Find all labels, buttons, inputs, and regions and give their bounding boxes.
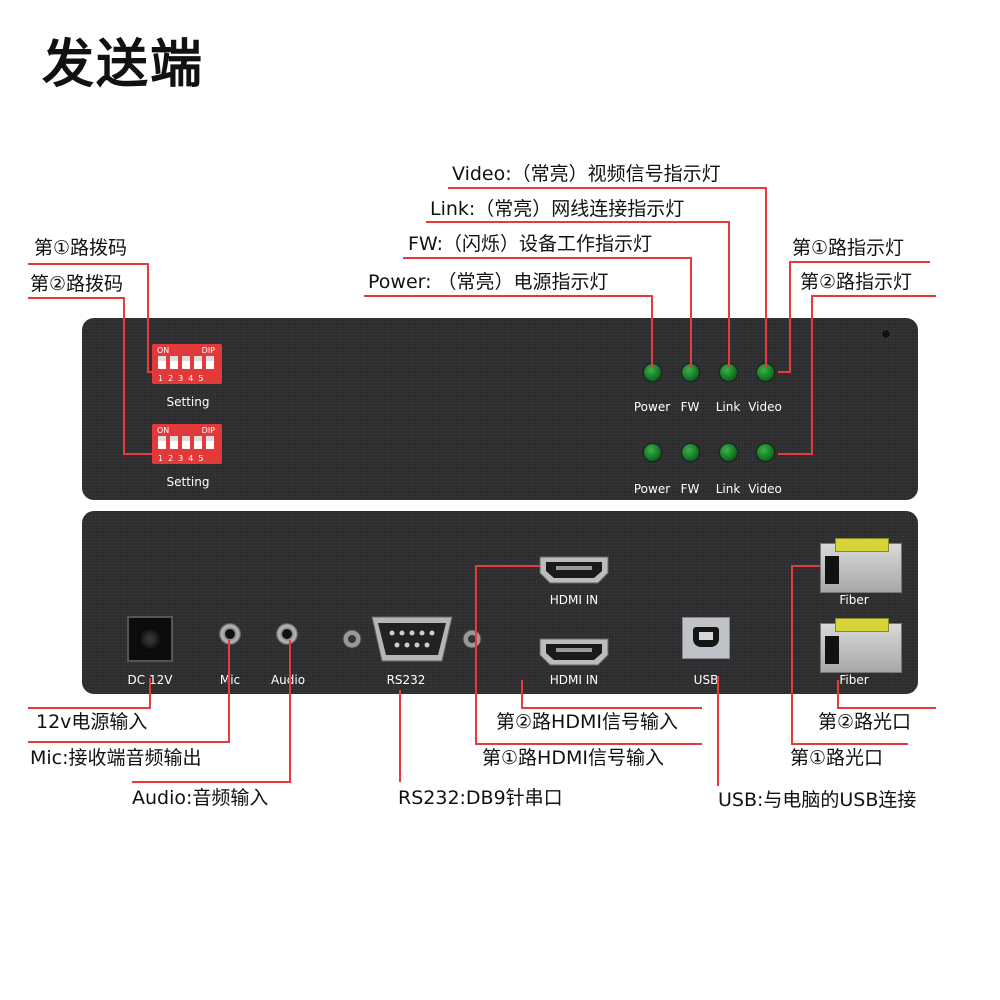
led-label-power: Power [633,400,671,414]
video-led-1 [757,364,774,381]
fw-led-2 [682,444,699,461]
usb-b-port[interactable] [682,617,730,659]
callout-fiber2: 第②路光口 [818,711,912,733]
fw-led-1 [682,364,699,381]
callout-hdmi2: 第②路HDMI信号输入 [496,711,678,733]
hdmi-label-1: HDMI IN [549,593,599,607]
callout-audio: Audio:音频输入 [132,787,269,809]
setting-label-2: Setting [166,475,210,489]
power-led-1 [644,364,661,381]
led-label-power: Power [633,482,671,496]
rs232-db9-port[interactable] [342,611,482,666]
callout-ch2-indicator: 第②路指示灯 [800,271,913,293]
callout-ch1-dip: 第①路拨码 [34,237,128,259]
fiber-label-1: Fiber [839,593,869,607]
video-led-2 [757,444,774,461]
callout-link-led: Link:（常亮）网线连接指示灯 [430,198,685,220]
fiber-sfp-2[interactable] [820,618,902,673]
callout-fw-led: FW:（闪烁）设备工作指示灯 [408,233,653,255]
front-panel: ON DIP 12345 Setting ON DIP 12345 Settin… [82,318,918,500]
hdmi-label-2: HDMI IN [549,673,599,687]
led-label-fw: FW [680,400,700,414]
link-led-2 [720,444,737,461]
dip-dip-label: DIP [201,426,215,435]
dip-on-label: ON [157,346,170,355]
callout-mic: Mic:接收端音频输出 [30,747,202,769]
rear-panel: DC 12V Mic Audio RS232 HDMI IN HDMI IN U… [82,511,918,694]
callout-video-led: Video:（常亮）视频信号指示灯 [452,163,721,185]
dip-dip-label: DIP [201,346,215,355]
fiber-label-2: Fiber [839,673,869,687]
rs232-label: RS232 [386,673,426,687]
fiber-sfp-1[interactable] [820,538,902,593]
callout-ch2-dip: 第②路拨码 [30,273,124,295]
callout-fiber1: 第①路光口 [790,747,884,769]
callout-hdmi1: 第①路HDMI信号输入 [482,747,664,769]
usb-label: USB [693,673,719,687]
led-label-link: Link [715,400,741,414]
callout-power-led: Power: （常亮）电源指示灯 [368,271,609,293]
dc-power-jack[interactable] [127,616,173,662]
dip-switch-2[interactable]: ON DIP 12345 [152,424,222,464]
audio-label: Audio [270,673,306,687]
led-label-video: Video [748,400,782,414]
callout-rs232: RS232:DB9针串口 [398,787,563,809]
callout-dc-input: 12v电源输入 [36,711,148,733]
mic-jack[interactable] [219,623,241,645]
led-label-link: Link [715,482,741,496]
audio-jack[interactable] [276,623,298,645]
led-label-fw: FW [680,482,700,496]
hdmi-port-1[interactable] [538,555,610,585]
dip-switch-1[interactable]: ON DIP 12345 [152,344,222,384]
dip-numbers: 12345 [158,374,209,383]
callout-ch1-indicator: 第①路指示灯 [792,237,905,259]
dip-numbers: 12345 [158,454,209,463]
callout-usb: USB:与电脑的USB连接 [718,789,917,811]
dip-on-label: ON [157,426,170,435]
link-led-1 [720,364,737,381]
screw-hole [882,330,890,338]
power-led-2 [644,444,661,461]
page-title: 发送端 [42,35,205,95]
hdmi-port-2[interactable] [538,637,610,667]
setting-label-1: Setting [166,395,210,409]
led-label-video: Video [748,482,782,496]
